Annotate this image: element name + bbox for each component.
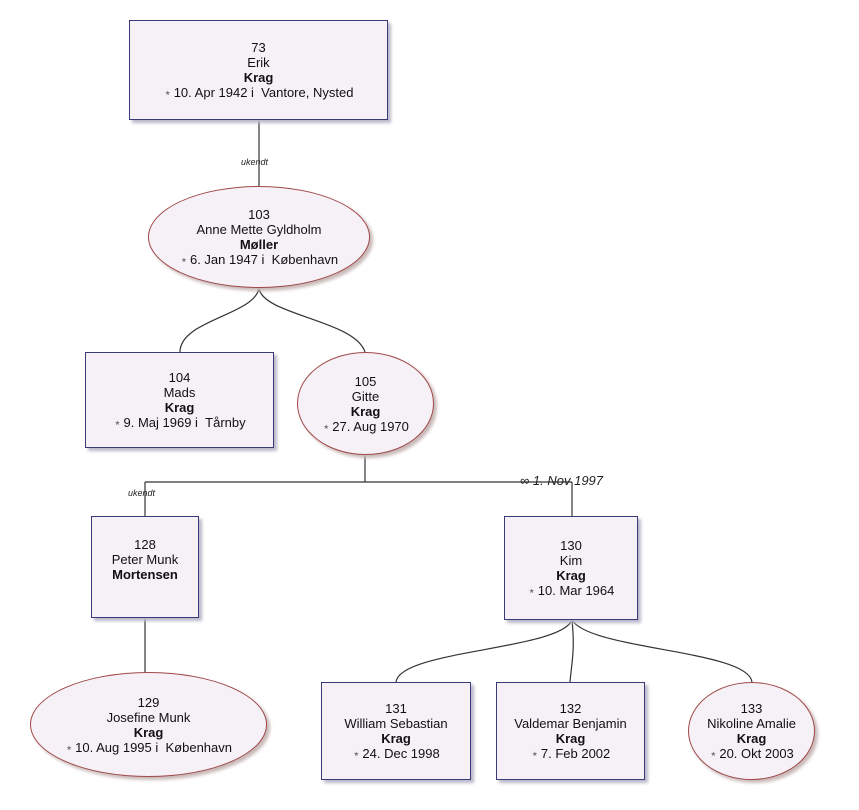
person-id: 104 xyxy=(168,370,191,385)
given-name: Josefine Munk xyxy=(106,709,191,725)
birth-star-icon: ⋆ xyxy=(352,746,361,761)
person-id: 133 xyxy=(740,701,763,716)
person-node-133[interactable]: 133 Nikoline Amalie Krag ⋆20. Okt 2003 xyxy=(688,682,815,780)
person-id: 131 xyxy=(385,701,407,716)
surname: Krag xyxy=(381,731,411,746)
given-name: Mads xyxy=(163,385,196,400)
person-id: 129 xyxy=(137,694,160,710)
person-node-128[interactable]: 128 Peter Munk Mortensen xyxy=(91,516,199,618)
connector-anne-mads xyxy=(179,287,260,353)
birth-star-icon: ⋆ xyxy=(163,85,172,100)
birth-star-icon: ⋆ xyxy=(530,746,539,761)
birth-star-icon: ⋆ xyxy=(113,415,122,430)
birth-star-icon: ⋆ xyxy=(64,739,74,755)
surname: Krag xyxy=(350,403,381,419)
surname: Krag xyxy=(164,400,195,415)
marriage-date: 1. Nov 1997 xyxy=(532,473,604,488)
given-name: Nikoline Amalie xyxy=(707,716,796,731)
surname: Krag xyxy=(243,70,274,85)
person-node-130[interactable]: 130 Kim Krag ⋆10. Mar 1964 xyxy=(504,516,638,620)
surname: Møller xyxy=(239,237,279,252)
birth-info: ⋆27. Aug 1970 xyxy=(322,418,409,434)
birth-info: ⋆7. Feb 2002 xyxy=(530,746,611,761)
person-node-105[interactable]: 105 Gitte Krag ⋆27. Aug 1970 xyxy=(297,352,434,455)
given-name: Anne Mette Gyldholm xyxy=(196,222,322,237)
person-id: 73 xyxy=(251,40,266,55)
given-name: William Sebastian xyxy=(344,716,448,731)
birth-star-icon: ⋆ xyxy=(322,418,331,434)
birth-info: ⋆9. Maj 1969 i Tårnby xyxy=(113,415,246,430)
person-node-103[interactable]: 103 Anne Mette Gyldholm Møller ⋆6. Jan 1… xyxy=(148,186,370,288)
person-id: 130 xyxy=(560,538,582,553)
connector-kim-william xyxy=(395,619,573,683)
birth-info: ⋆10. Mar 1964 xyxy=(527,583,615,598)
relation-label-gitte-peter: ukendt xyxy=(128,488,156,498)
connector-kim-nikoline xyxy=(571,619,753,683)
given-name: Kim xyxy=(559,553,583,568)
surname: Mortensen xyxy=(112,567,178,582)
birth-info: ⋆10. Apr 1942 i Vantore, Nysted xyxy=(163,85,354,100)
marriage-label-gitte-kim: ∞ 1. Nov 1997 xyxy=(520,473,603,488)
person-node-129[interactable]: 129 Josefine Munk Krag ⋆10. Aug 1995 i K… xyxy=(30,672,267,777)
person-node-73[interactable]: 73 Erik Krag ⋆10. Apr 1942 i Vantore, Ny… xyxy=(129,20,388,120)
birth-info: ⋆24. Dec 1998 xyxy=(352,746,440,761)
person-node-132[interactable]: 132 Valdemar Benjamin Krag ⋆7. Feb 2002 xyxy=(496,682,645,780)
birth-info: ⋆20. Okt 2003 xyxy=(709,746,794,761)
person-id: 132 xyxy=(559,701,582,716)
given-name: Gitte xyxy=(351,388,380,404)
person-id: 128 xyxy=(134,537,156,552)
birth-info: ⋆10. Aug 1995 i København xyxy=(64,739,232,755)
connector-anne-gitte xyxy=(258,287,366,353)
given-name: Peter Munk xyxy=(111,552,179,567)
birth-info: ⋆6. Jan 1947 i København xyxy=(179,252,339,267)
connector-kim-valdemar xyxy=(569,619,574,683)
birth-star-icon: ⋆ xyxy=(179,252,188,267)
person-id: 105 xyxy=(354,373,377,389)
person-id: 103 xyxy=(248,207,270,222)
birth-star-icon: ⋆ xyxy=(527,583,536,598)
surname: Krag xyxy=(133,724,164,740)
person-node-104[interactable]: 104 Mads Krag ⋆9. Maj 1969 i Tårnby xyxy=(85,352,274,448)
relation-label-erik-anne: ukendt xyxy=(241,157,269,167)
birth-star-icon: ⋆ xyxy=(709,746,718,761)
given-name: Valdemar Benjamin xyxy=(514,716,627,731)
marriage-symbol: ∞ xyxy=(520,473,530,488)
surname: Krag xyxy=(556,568,586,583)
given-name: Erik xyxy=(247,55,270,70)
surname: Krag xyxy=(736,731,767,746)
surname: Krag xyxy=(555,731,586,746)
person-node-131[interactable]: 131 William Sebastian Krag ⋆24. Dec 1998 xyxy=(321,682,471,780)
